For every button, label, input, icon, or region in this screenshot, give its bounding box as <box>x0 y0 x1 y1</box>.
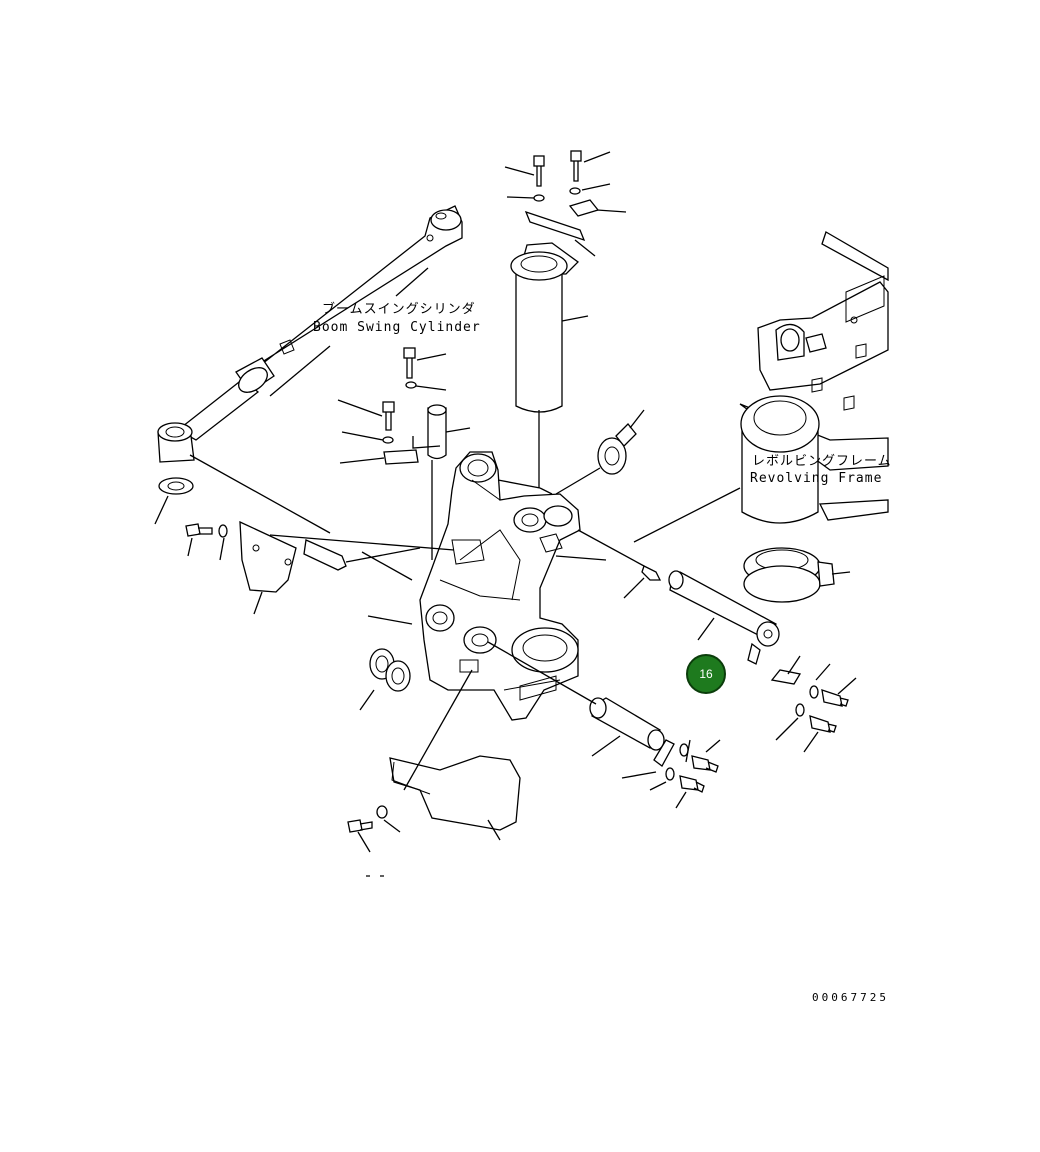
washer <box>158 477 194 495</box>
retainer-parts-right <box>770 655 857 753</box>
revolving-frame <box>739 231 889 603</box>
lower-pin <box>487 641 665 757</box>
revolving-frame-label-jp: レボルビングフレーム <box>752 454 892 469</box>
king-pin <box>668 570 780 665</box>
bottom-cover <box>347 669 521 877</box>
washer-pair <box>359 648 411 711</box>
document-number: 00067725 <box>812 991 889 1004</box>
retainer-parts-lower <box>621 739 721 809</box>
boom-swing-cylinder-label-en: Boom Swing Cylinder <box>313 320 481 335</box>
grease-fitting <box>641 565 662 581</box>
mid-bolt-group <box>337 347 471 560</box>
bushing-tube <box>510 242 589 413</box>
thrust-washer <box>555 409 645 495</box>
swing-bracket <box>419 451 581 721</box>
boom-swing-cylinder-label-jp: ブームスイングシリンダ <box>322 301 476 317</box>
guard-plate <box>185 520 455 615</box>
boom-swing-cylinder <box>157 205 463 463</box>
revolving-frame-label-en: Revolving Frame <box>750 471 882 486</box>
callout-16-button[interactable]: 16 <box>686 654 726 694</box>
top-bolt-group <box>504 150 627 257</box>
